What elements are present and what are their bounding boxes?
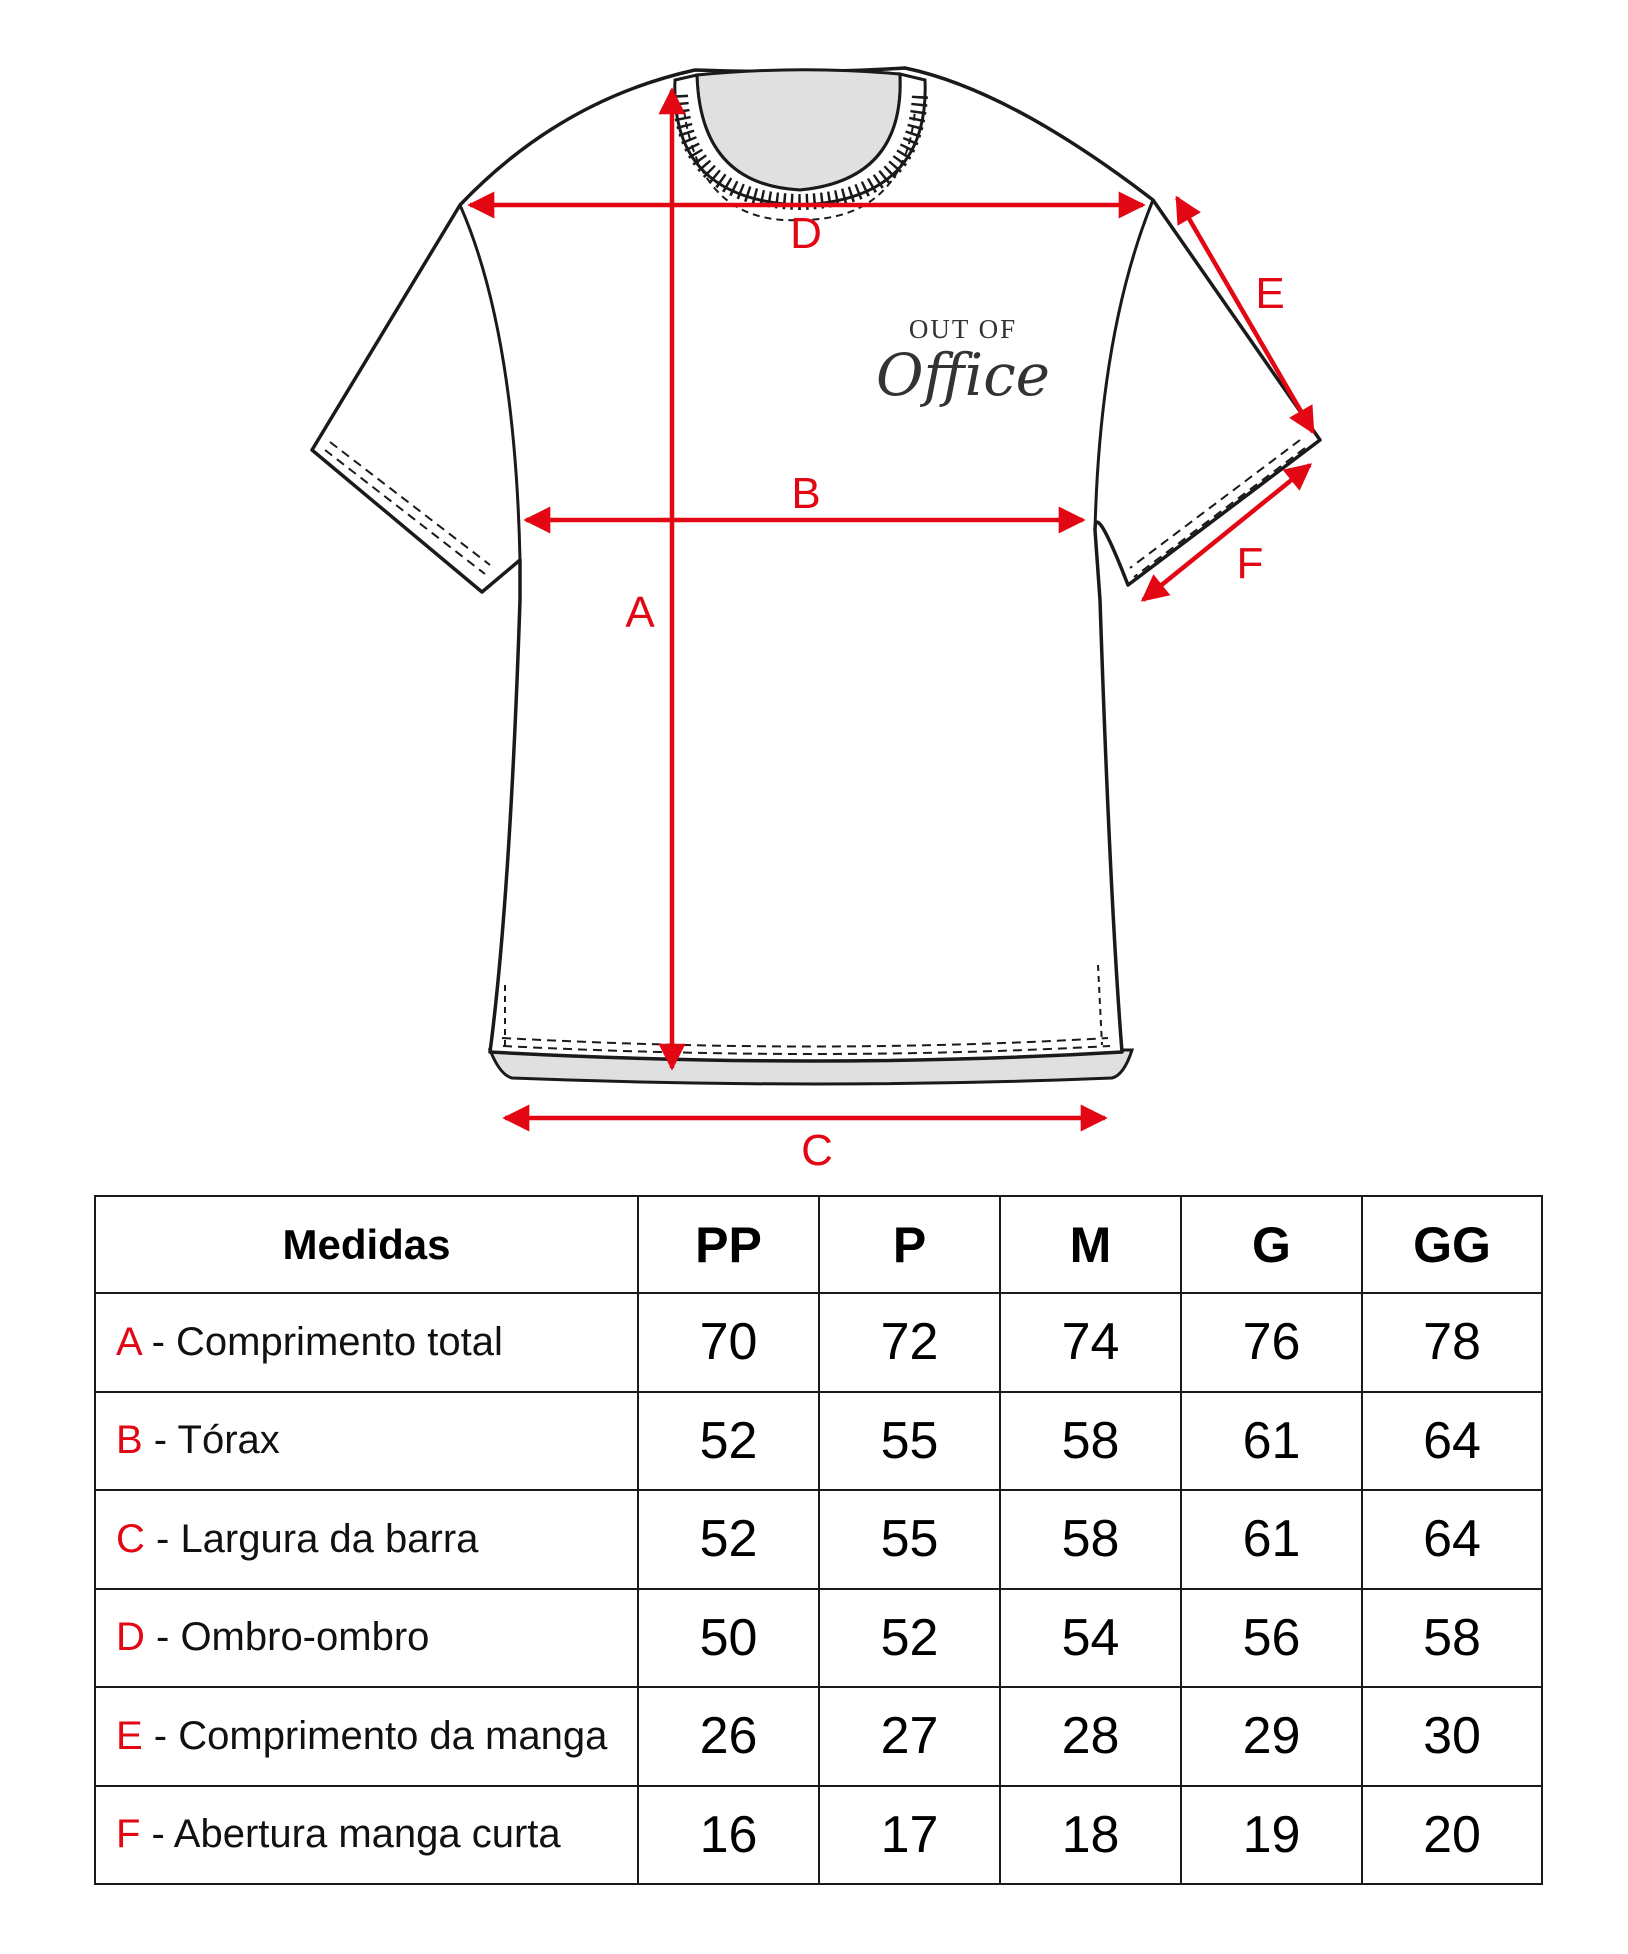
- table-cell: 20: [1361, 1784, 1543, 1885]
- table-row: B - Tórax 52 55 58 61 64: [94, 1390, 1543, 1491]
- table-header-row: Medidas PP P M G GG: [94, 1195, 1543, 1294]
- row-separator: -: [142, 1713, 179, 1758]
- table-cell: 50: [637, 1587, 820, 1688]
- arrow-f: [1140, 463, 1313, 602]
- row-separator: -: [144, 1615, 181, 1660]
- header-medidas: Medidas: [94, 1195, 639, 1294]
- table-cell: 18: [999, 1784, 1182, 1885]
- table-cell: 54: [999, 1587, 1182, 1688]
- tshirt-measurement-diagram: OUT OF Office A B C D E F: [310, 66, 1322, 1175]
- table-cell: 17: [818, 1784, 1001, 1885]
- row-label: A - Comprimento total: [94, 1292, 639, 1393]
- table-cell: 28: [999, 1686, 1182, 1787]
- row-separator: -: [140, 1319, 177, 1364]
- ribbed-collar: [673, 72, 927, 207]
- row-label: E - Comprimento da manga: [94, 1686, 639, 1787]
- row-label: C - Largura da barra: [94, 1489, 639, 1590]
- chest-logo: OUT OF Office: [876, 314, 1050, 409]
- row-separator: -: [142, 1418, 178, 1463]
- label-b: B: [791, 469, 820, 518]
- table-cell: 27: [818, 1686, 1001, 1787]
- table-row: A - Comprimento total 70 72 74 76 78: [94, 1292, 1543, 1393]
- table-cell: 58: [1361, 1587, 1543, 1688]
- header-size-pp: PP: [637, 1195, 820, 1294]
- table-cell: 19: [1180, 1784, 1363, 1885]
- row-separator: -: [140, 1812, 174, 1857]
- table-cell: 76: [1180, 1292, 1363, 1393]
- table-cell: 64: [1361, 1390, 1543, 1491]
- row-label-text: Comprimento total: [176, 1319, 503, 1364]
- table-cell: 72: [818, 1292, 1001, 1393]
- table-cell: 56: [1180, 1587, 1363, 1688]
- table-cell: 74: [999, 1292, 1182, 1393]
- collar-stitch: [683, 109, 916, 222]
- row-label-text: Abertura manga curta: [173, 1812, 561, 1857]
- arrow-e: [1175, 195, 1315, 435]
- right-sleeve-seam: [1093, 199, 1155, 531]
- header-size-g: G: [1180, 1195, 1363, 1294]
- row-label-text: Comprimento da manga: [178, 1713, 608, 1758]
- table-cell: 16: [637, 1784, 820, 1885]
- tshirt-outline: [310, 66, 1322, 1063]
- table-cell: 61: [1180, 1489, 1363, 1590]
- row-letter: E: [116, 1713, 143, 1758]
- row-letter: A: [116, 1319, 141, 1364]
- label-d: D: [790, 209, 822, 258]
- row-letter: C: [116, 1516, 145, 1561]
- table-cell: 58: [999, 1390, 1182, 1491]
- left-sleeve-seam: [458, 204, 522, 561]
- logo-script-text: Office: [876, 341, 1050, 409]
- table-row: E - Comprimento da manga 26 27 28 29 30: [94, 1686, 1543, 1787]
- table-cell: 55: [818, 1489, 1001, 1590]
- table-row: F - Abertura manga curta 16 17 18 19 20: [94, 1784, 1543, 1885]
- table-cell: 55: [818, 1390, 1001, 1491]
- table-cell: 52: [637, 1489, 820, 1590]
- label-f: F: [1237, 539, 1264, 588]
- label-a: A: [625, 588, 655, 637]
- table-cell: 61: [1180, 1390, 1363, 1491]
- table-cell: 29: [1180, 1686, 1363, 1787]
- row-letter: D: [116, 1615, 145, 1660]
- header-size-p: P: [818, 1195, 1001, 1294]
- table-cell: 52: [818, 1587, 1001, 1688]
- row-label: B - Tórax: [94, 1390, 639, 1491]
- row-label-text: Largura da barra: [180, 1516, 479, 1561]
- header-size-gg: GG: [1361, 1195, 1543, 1294]
- logo-top-text: OUT OF: [909, 314, 1017, 344]
- label-e: E: [1255, 269, 1284, 318]
- table-cell: 78: [1361, 1292, 1543, 1393]
- table-cell: 58: [999, 1489, 1182, 1590]
- row-letter: B: [116, 1418, 143, 1463]
- right-side-slit: [1097, 964, 1103, 1046]
- size-table: Medidas PP P M G GG A - Comprimento tota…: [94, 1195, 1543, 1885]
- row-label: D - Ombro-ombro: [94, 1587, 639, 1688]
- row-label: F - Abertura manga curta: [94, 1784, 639, 1885]
- row-label-text: Tórax: [177, 1418, 280, 1463]
- table-cell: 52: [637, 1390, 820, 1491]
- row-label-text: Ombro-ombro: [180, 1615, 430, 1660]
- table-row: D - Ombro-ombro 50 52 54 56 58: [94, 1587, 1543, 1688]
- label-c: C: [801, 1126, 833, 1175]
- table-row: C - Largura da barra 52 55 58 61 64: [94, 1489, 1543, 1590]
- table-cell: 26: [637, 1686, 820, 1787]
- row-letter: F: [116, 1812, 141, 1857]
- table-cell: 64: [1361, 1489, 1543, 1590]
- table-cell: 30: [1361, 1686, 1543, 1787]
- table-cell: 70: [637, 1292, 820, 1393]
- row-separator: -: [144, 1516, 181, 1561]
- header-size-m: M: [999, 1195, 1182, 1294]
